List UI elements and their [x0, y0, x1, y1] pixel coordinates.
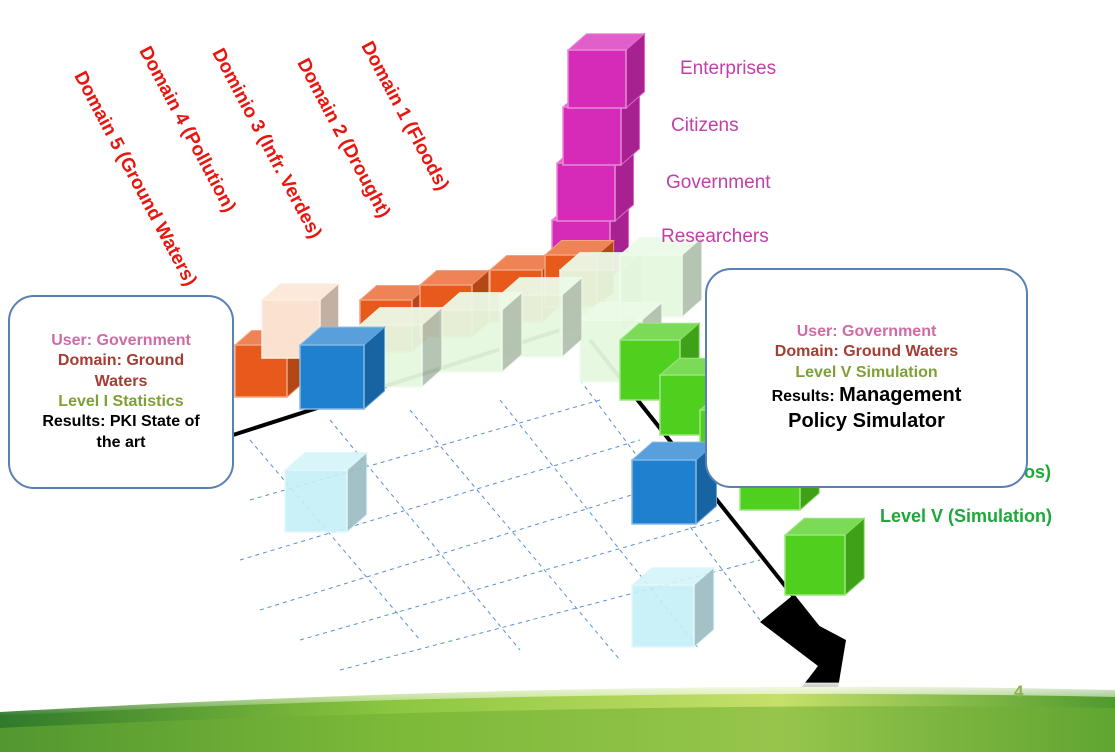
right-callout: User: Government Domain: Ground Waters L…: [705, 268, 1028, 488]
level-cube-5-front: [784, 534, 846, 596]
grid-line: [299, 519, 721, 641]
footer-swoosh: [0, 682, 1115, 752]
right-callout-domain: Domain: Ground Waters: [774, 343, 959, 361]
level-label-v: Level V (Simulation): [880, 506, 1053, 526]
grid-line: [249, 439, 421, 641]
grid-line: [579, 379, 761, 621]
right-callout-user: User: Government: [796, 322, 937, 340]
left-callout: User: Government Domain: Ground Waters L…: [8, 295, 234, 489]
right-callout-results: Results: Management Policy Simulator: [742, 383, 992, 434]
user-label-researchers: Researchers: [661, 226, 769, 247]
light-green-cube-5: [438, 291, 524, 374]
grid-line: [409, 409, 621, 661]
user-label-enterprises: Enterprises: [680, 58, 777, 79]
ghost-cube-right-front: [631, 584, 695, 648]
light-green-cube-2: [618, 236, 704, 319]
level-axis-arrow: [760, 596, 846, 692]
left-callout-level: Level I Statistics: [58, 393, 184, 410]
light-green-cube-5-front: [439, 309, 503, 373]
grid-line: [259, 479, 681, 611]
selected-cube-left-front: [299, 344, 365, 410]
ghost-cube-left: [283, 451, 369, 534]
ghost-cube-right: [630, 566, 716, 649]
user-label-government: Government: [666, 172, 771, 193]
grid-line: [239, 439, 641, 561]
right-callout-results-value: Management Policy Simulator: [788, 384, 962, 432]
right-callout-results-prefix: Results:: [771, 388, 835, 406]
right-callout-level: Level V Simulation: [795, 363, 938, 381]
ghost-cube-left-front: [284, 469, 348, 533]
left-callout-user: User: Government: [51, 331, 191, 349]
user-cube-1: [566, 32, 646, 110]
selected-cube-right-front: [631, 459, 697, 525]
page-number: 4: [1014, 682, 1024, 701]
user-cube-3-front: [556, 162, 616, 222]
user-label-citizens: Citizens: [671, 115, 739, 136]
left-callout-results: Results: PKI State of the art: [42, 413, 200, 451]
left-callout-domain: Domain: Ground Waters: [57, 352, 185, 390]
user-cube-1-front: [567, 49, 627, 109]
user-cube-2-front: [562, 106, 622, 166]
level-label-iv-partial: os): [1024, 462, 1051, 482]
selected-cube-left: [298, 325, 386, 411]
peach-cube: [260, 282, 340, 360]
selected-cube-right: [630, 440, 718, 526]
level-cube-5: [783, 517, 866, 597]
